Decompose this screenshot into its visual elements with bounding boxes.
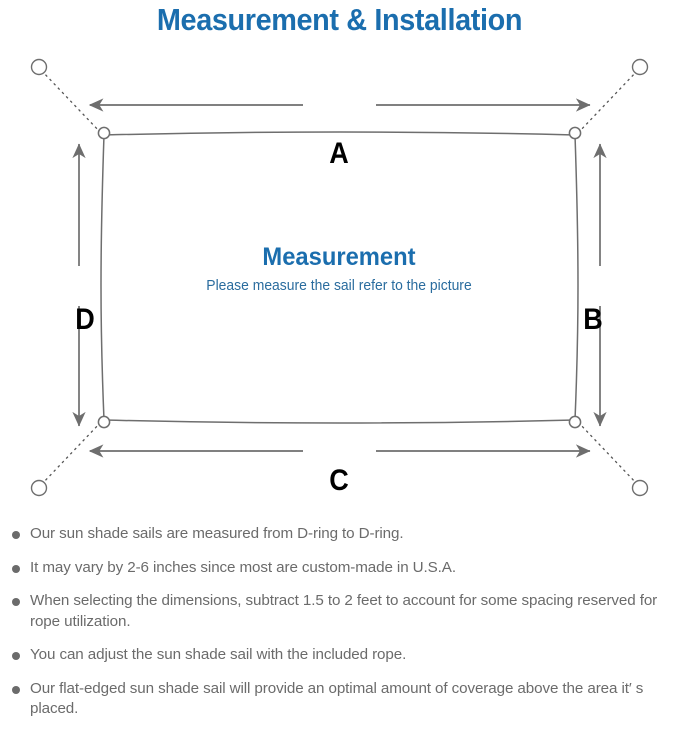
dimension-label-a: A xyxy=(329,137,349,170)
anchor-bottom-left xyxy=(30,479,48,497)
note-text: When selecting the dimensions, subtract … xyxy=(30,592,658,630)
rope-lines xyxy=(40,69,639,486)
bullet-icon xyxy=(12,685,20,694)
anchor-points xyxy=(30,58,649,497)
diagram-center-subheading: Please measure the sail refer to the pic… xyxy=(206,278,472,294)
d-ring-bottom-left xyxy=(97,415,111,429)
d-ring-top-left xyxy=(97,126,111,140)
list-item: Our sun shade sails are measured from D-… xyxy=(0,524,679,545)
list-item: Our flat-edged sun shade sail will provi… xyxy=(0,679,679,720)
shade-sail-measurement-diagram: A B C D Measurement Please measure the s… xyxy=(0,48,679,518)
bullet-icon xyxy=(12,598,20,606)
dimension-label-c: C xyxy=(329,464,349,497)
page-title: Measurement & Installation xyxy=(156,2,523,37)
rope-bottom-left xyxy=(40,421,102,486)
anchor-bottom-right xyxy=(631,479,649,497)
rope-bottom-right xyxy=(577,421,639,486)
rope-top-right xyxy=(577,69,639,134)
notes-list: Our sun shade sails are measured from D-… xyxy=(0,524,679,720)
note-text: Our sun shade sails are measured from D-… xyxy=(30,525,404,542)
list-item: You can adjust the sun shade sail with t… xyxy=(0,645,679,666)
rope-top-left xyxy=(40,69,102,134)
anchor-top-left xyxy=(30,58,48,76)
dimension-label-d: D xyxy=(75,303,95,336)
d-ring-top-right xyxy=(568,126,582,140)
anchor-top-right xyxy=(631,58,649,76)
diagram-canvas xyxy=(30,58,649,497)
dimension-label-b: B xyxy=(583,303,603,336)
note-text: Our flat-edged sun shade sail will provi… xyxy=(30,679,644,718)
bullet-icon xyxy=(12,531,20,539)
bullet-icon xyxy=(12,564,20,573)
note-text: It may vary by 2-6 inches since most are… xyxy=(30,558,456,576)
diagram-center-heading: Measurement xyxy=(262,243,416,271)
bullet-icon xyxy=(12,652,20,660)
d-rings xyxy=(97,126,582,429)
note-text: You can adjust the sun shade sail with t… xyxy=(30,646,407,663)
list-item: It may vary by 2-6 inches since most are… xyxy=(0,558,679,579)
list-item: When selecting the dimensions, subtract … xyxy=(0,591,679,632)
d-ring-bottom-right xyxy=(568,415,582,429)
